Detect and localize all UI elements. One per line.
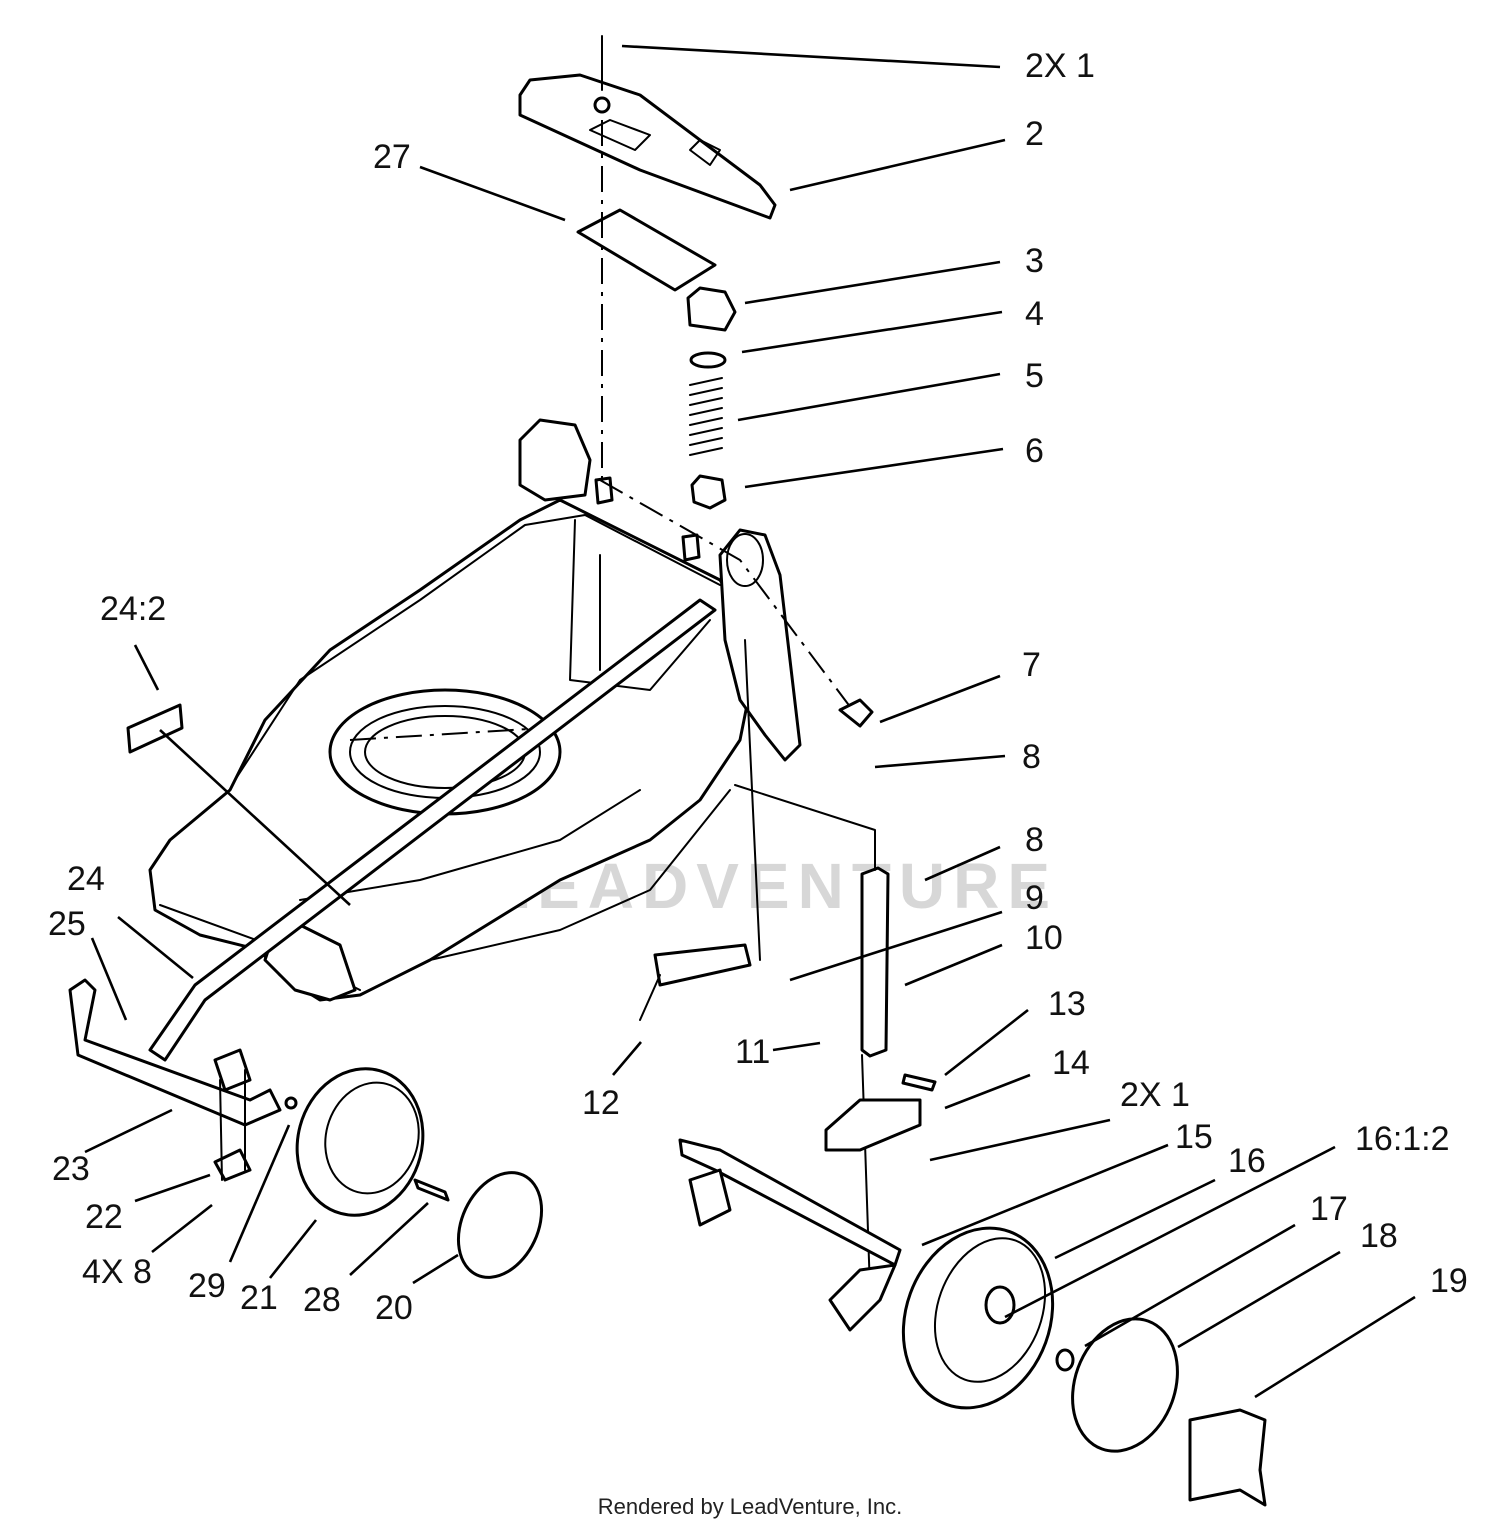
callout-8-lower: 8: [1025, 821, 1044, 859]
callout-labels: 2X 1 2 27 3 4 5 6 24:2 7 8 8 24 9 25 10 …: [48, 47, 1468, 1327]
centerline-deck: [599, 479, 861, 721]
callout-28: 28: [303, 1281, 341, 1319]
callout-17: 17: [1310, 1190, 1348, 1228]
callout-25: 25: [48, 905, 86, 943]
callout-2x1-top: 2X 1: [1025, 47, 1095, 85]
callout-5: 5: [1025, 357, 1044, 395]
callout-2: 2: [1025, 115, 1044, 153]
callout-11: 11: [735, 1033, 770, 1071]
callout-7: 7: [1022, 646, 1041, 684]
handle-cover-parts: [518, 35, 777, 562]
callout-12: 12: [582, 1084, 620, 1122]
callout-2x1-bottom: 2X 1: [1120, 1076, 1190, 1114]
callout-29: 29: [188, 1267, 226, 1305]
callout-16: 16: [1228, 1142, 1266, 1180]
callout-13: 13: [1048, 985, 1086, 1023]
callout-16-1-2: 16:1:2: [1355, 1120, 1450, 1158]
callout-19: 19: [1430, 1262, 1468, 1300]
render-credit-footer: Rendered by LeadVenture, Inc.: [597, 1494, 903, 1519]
callout-6: 6: [1025, 432, 1044, 470]
callout-24: 24: [67, 860, 105, 898]
leader-lines: [84, 44, 1416, 1399]
rear-wheel: [901, 1226, 1267, 1507]
callout-27: 27: [373, 138, 411, 176]
callout-20: 20: [375, 1289, 413, 1327]
callout-14: 14: [1052, 1044, 1090, 1082]
front-axle-assembly: [68, 598, 717, 1182]
rear-axle-assembly: [639, 639, 937, 1332]
callout-10: 10: [1025, 919, 1063, 957]
callout-8-upper: 8: [1022, 738, 1041, 776]
callout-22: 22: [85, 1198, 123, 1236]
callout-4: 4: [1025, 295, 1044, 333]
callout-3: 3: [1025, 242, 1044, 280]
callout-24-2: 24:2: [100, 590, 166, 628]
centerline-hole: [349, 727, 546, 741]
mower-deck: [126, 418, 802, 1002]
callout-9: 9: [1025, 879, 1044, 917]
callout-15: 15: [1175, 1118, 1213, 1156]
callout-21: 21: [240, 1279, 278, 1317]
callout-4x8: 4X 8: [82, 1253, 152, 1291]
front-wheel: [295, 1067, 544, 1279]
callout-18: 18: [1360, 1217, 1398, 1255]
callout-23: 23: [52, 1150, 90, 1188]
